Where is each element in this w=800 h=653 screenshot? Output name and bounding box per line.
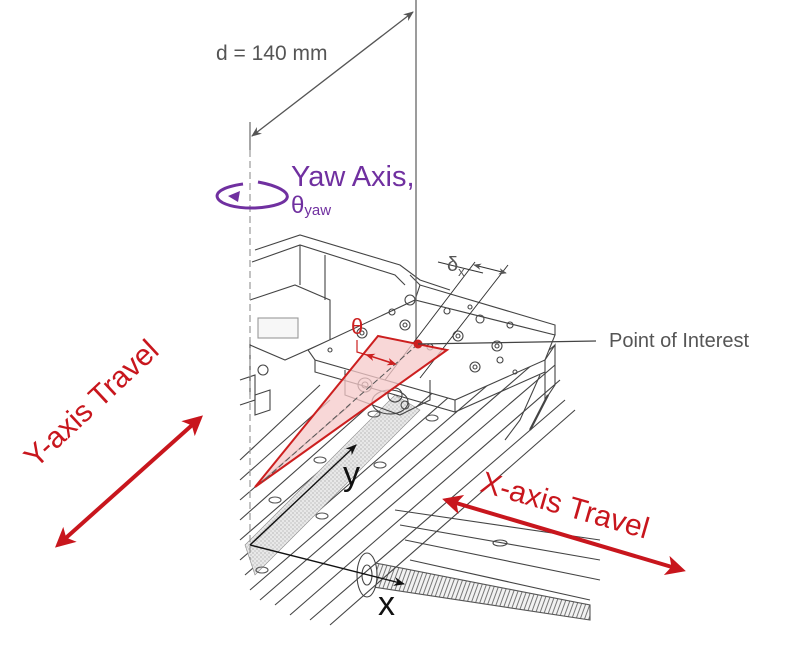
local-axes [249, 444, 406, 586]
mechanical-stage [239, 234, 601, 626]
yaw-axis-title: Yaw Axis, [291, 161, 415, 193]
yaw-rotation-icon [215, 180, 289, 210]
y-axis-label: y [343, 455, 360, 493]
delta-x-label: δx [447, 254, 465, 279]
delta-symbol: δ [447, 254, 459, 276]
x-axis-label: x [378, 585, 395, 623]
theta-label: θ [351, 314, 364, 339]
dimension-label: d = 140 mm [216, 42, 328, 65]
point-of-interest-label: Point of Interest [609, 330, 750, 352]
theta-subscript: yaw [304, 202, 332, 219]
dimension-d [249, 0, 417, 345]
delta-subscript: x [458, 264, 465, 279]
poi-leader [417, 340, 597, 345]
theta-symbol: θ [291, 192, 305, 219]
yaw-axis-symbol: θyaw [291, 192, 332, 219]
travel-arrows [55, 415, 203, 548]
